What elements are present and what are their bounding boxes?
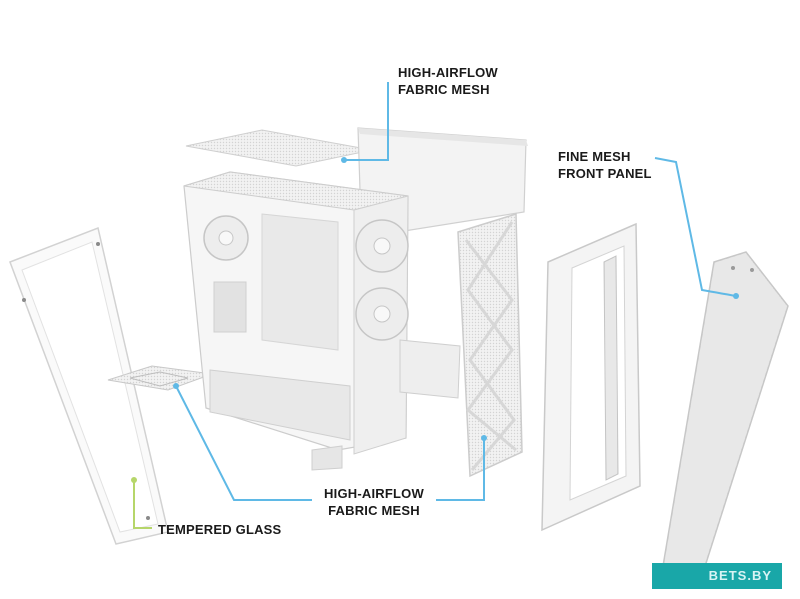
- callout-bottom-mesh-line2: FABRIC MESH: [328, 503, 420, 518]
- callout-front-panel: FINE MESH FRONT PANEL: [558, 148, 668, 182]
- callout-bottom-mesh: HIGH-AIRFLOW FABRIC MESH: [314, 485, 434, 519]
- callout-front-panel-line1: FINE MESH: [558, 149, 631, 164]
- callout-top-mesh: HIGH-AIRFLOW FABRIC MESH: [398, 64, 518, 98]
- watermark-badge: BETS.BY: [652, 563, 782, 589]
- watermark-text: BETS.BY: [708, 568, 772, 583]
- callout-lines: [131, 82, 739, 529]
- front-frame: [541, 222, 641, 532]
- callout-top-mesh-line2: FABRIC MESH: [398, 82, 490, 97]
- tempered-glass-panel: [9, 226, 169, 545]
- front-mesh-panel: [457, 212, 523, 478]
- callout-tempered-glass: TEMPERED GLASS: [158, 521, 281, 538]
- callout-front-panel-line2: FRONT PANEL: [558, 166, 652, 181]
- fine-mesh-front-panel: [659, 251, 789, 585]
- callout-tempered-glass-text: TEMPERED GLASS: [158, 522, 282, 537]
- callout-bottom-mesh-line1: HIGH-AIRFLOW: [324, 486, 424, 501]
- case-chassis: [183, 171, 461, 471]
- callout-top-mesh-line1: HIGH-AIRFLOW: [398, 65, 498, 80]
